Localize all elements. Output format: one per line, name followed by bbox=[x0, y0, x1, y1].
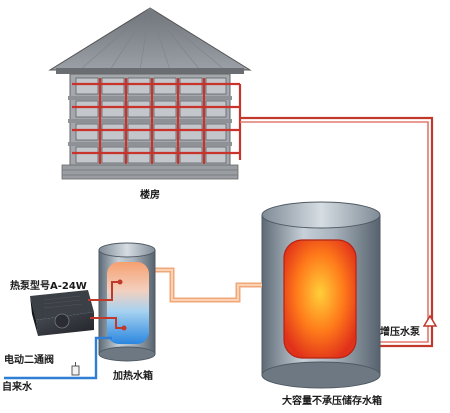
storage-tank bbox=[261, 201, 381, 389]
label-tap-water: 自来水 bbox=[2, 382, 32, 393]
heating-tank bbox=[98, 242, 156, 362]
label-heating-tank: 加热水箱 bbox=[113, 371, 153, 382]
heating-tank-water bbox=[107, 262, 149, 344]
label-storage-tank: 大容量不承压储存水箱 bbox=[282, 396, 382, 407]
valve-icon bbox=[71, 362, 80, 376]
hot-water-supply-pipe bbox=[240, 116, 434, 348]
building-windows bbox=[75, 77, 227, 164]
label-two-way-valve: 电动二通阀 bbox=[4, 355, 54, 366]
heat-pump-hot-pipe bbox=[88, 281, 120, 301]
cold-water-pipe bbox=[4, 336, 112, 380]
label-heat-pump-model: 热泵型号A-24W bbox=[10, 281, 87, 292]
hot-water-return-pipe bbox=[240, 121, 429, 343]
building-roof bbox=[48, 7, 252, 71]
storage-tank-water bbox=[283, 239, 357, 359]
pump-triangle-icon bbox=[422, 314, 438, 327]
heat-pump-return-pipe bbox=[90, 317, 124, 329]
label-booster-pump: 增压水泵 bbox=[380, 327, 420, 338]
building bbox=[48, 7, 252, 180]
label-building: 楼房 bbox=[140, 190, 160, 201]
building-base bbox=[61, 164, 239, 180]
heat-pump-unit bbox=[30, 290, 94, 336]
fan-icon bbox=[54, 313, 70, 329]
